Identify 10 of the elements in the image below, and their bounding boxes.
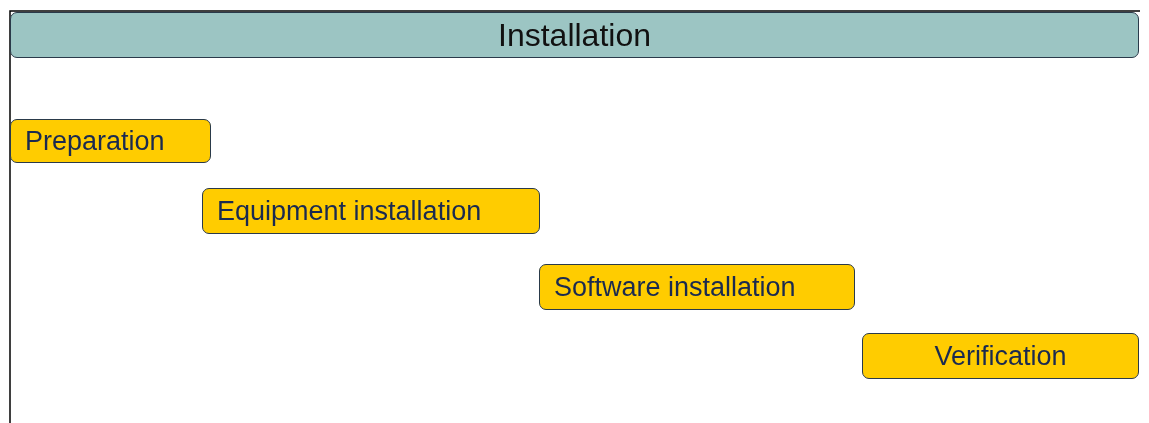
phase-title: Installation [498,16,651,54]
task-label: Verification [934,340,1067,372]
task-bar [862,333,1139,379]
task-label: Equipment installation [217,195,482,227]
task-bar [202,188,540,234]
task-label: Preparation [25,125,165,157]
task-bar [539,264,855,310]
phase-header-bar [10,12,1139,58]
task-bar [10,119,211,163]
task-label: Software installation [554,271,796,303]
